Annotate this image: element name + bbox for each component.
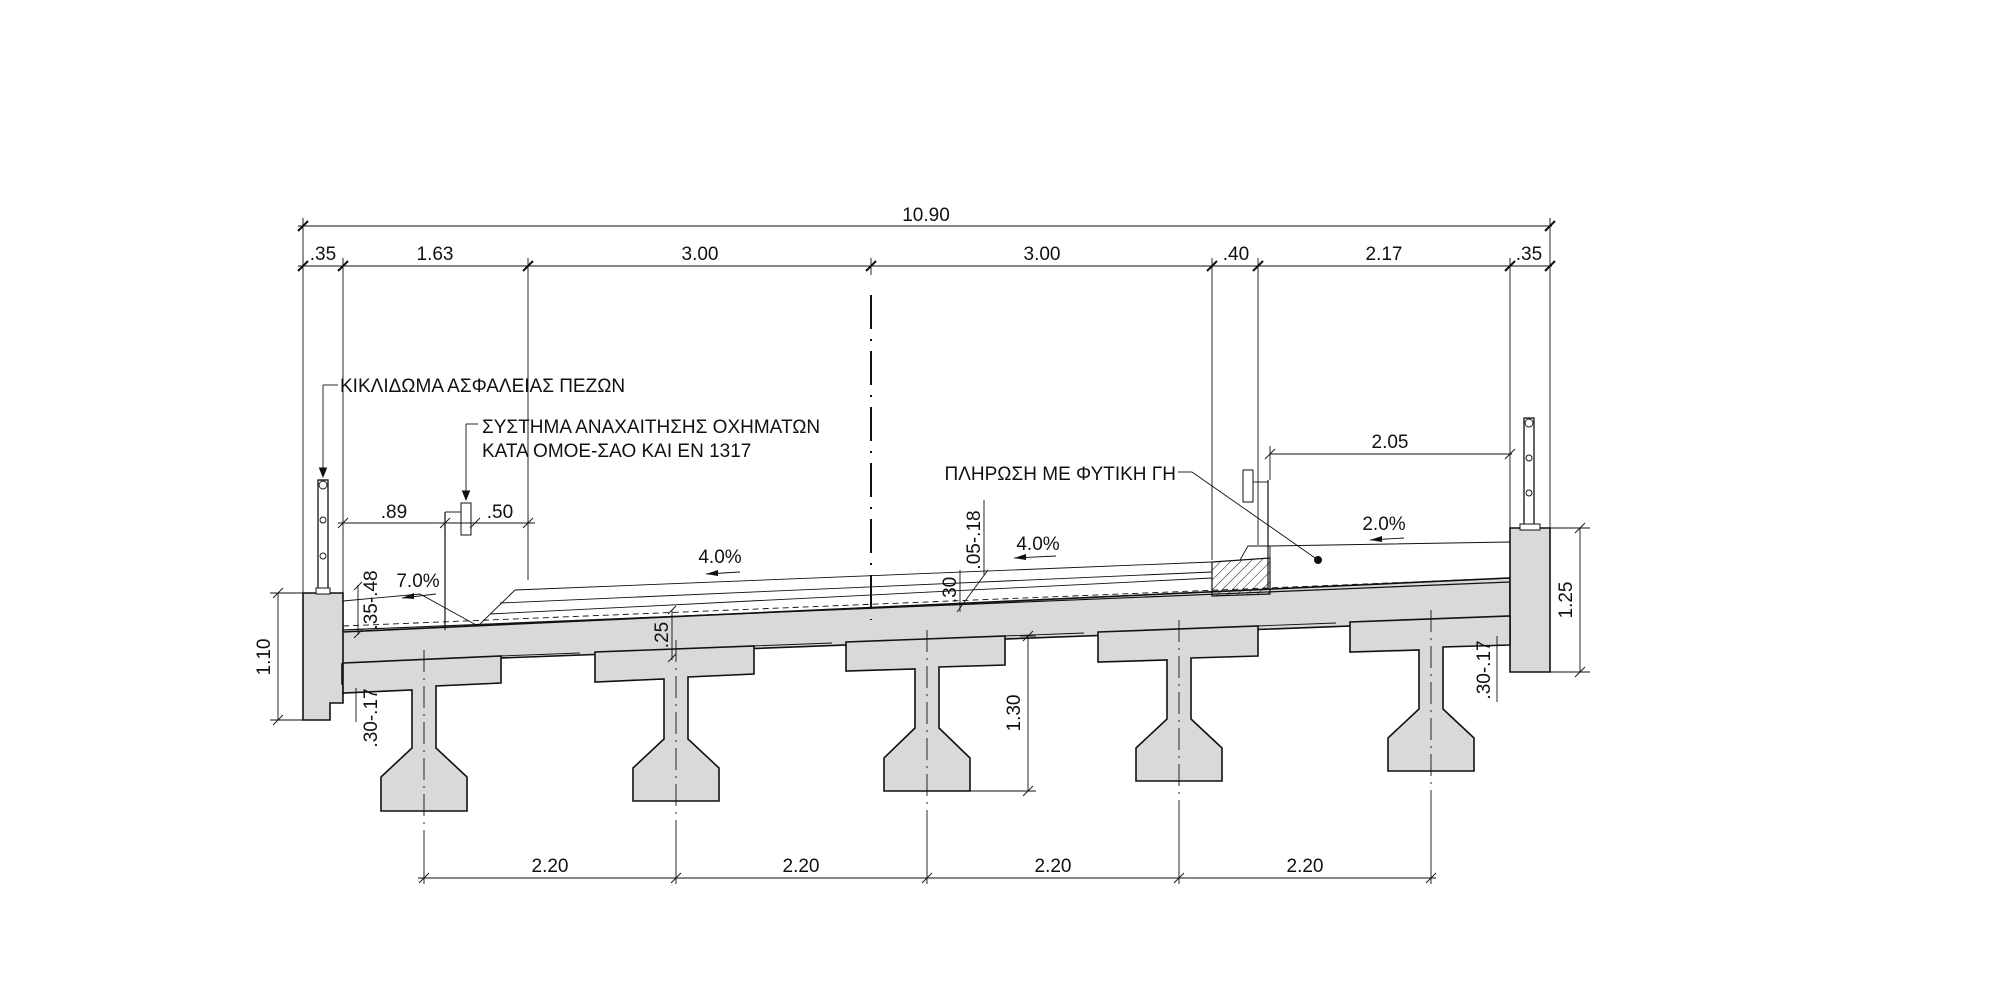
pedestrian-railing-right [1519, 417, 1541, 531]
precast-beam-2 [594, 645, 755, 802]
dim-beam-spacing-3: 2.20 [1035, 856, 1072, 877]
precast-beam-1 [342, 655, 502, 812]
dim-barrier-width: .50 [487, 502, 513, 523]
slope-planted: 2.0% [1362, 514, 1405, 535]
vehicle-barrier-left [444, 502, 472, 630]
dim-sidewalk-right: 2.17 [1366, 244, 1403, 265]
precast-beam-4 [1097, 625, 1259, 782]
note-planted-fill: ΠΛΗΡΩΣΗ ΜΕ ΦΥΤΙΚΗ ΓΗ [945, 464, 1177, 485]
pedestrian-railing-left [315, 479, 331, 595]
dim-lane-right: 3.00 [1024, 244, 1061, 265]
dim-beam-height: 1.30 [1004, 695, 1025, 732]
dim-edge-right: .35 [1516, 244, 1542, 265]
dim-edge-height-left: 1.10 [254, 639, 275, 676]
slope-lane-left: 4.0% [698, 547, 741, 568]
top-dimension-lines [297, 218, 1556, 593]
dim-beam-spacing-4: 2.20 [1287, 856, 1324, 877]
slope-lane-right: 4.0% [1016, 534, 1059, 555]
dim-sidewalk-left: 1.63 [417, 244, 454, 265]
vehicle-barrier-right [1242, 469, 1269, 590]
road-surfacing [342, 541, 1511, 631]
dim-planted-width: 2.05 [1372, 432, 1409, 453]
slope-sidewalk-left: 7.0% [396, 571, 439, 592]
right-edge-beam [1509, 527, 1551, 673]
note-vehicle-restraint-line2: ΚΑΤΑ ΟΜΟΕ-ΣΑΟ ΚΑΙ ΕΝ 1317 [482, 441, 751, 462]
dim-overall-width: 10.90 [902, 205, 950, 226]
dim-edge-height-right: 1.25 [1556, 582, 1577, 619]
dim-cantilever-right: .30-.17 [1474, 640, 1495, 699]
dim-slab-thickness: .25 [652, 622, 673, 648]
note-vehicle-restraint-line1: ΣΥΣΤΗΜΑ ΑΝΑΧΑΙΤΗΣΗΣ ΟΧΗΜΑΤΩΝ [482, 417, 820, 438]
dim-sidewalk-depth-left: .35-.48 [361, 570, 382, 629]
left-edge-beam [302, 592, 344, 721]
dim-surfacing-thickness: .05-.18 [964, 510, 985, 569]
dim-cantilever-left: .30-.17 [361, 688, 382, 747]
dim-median-curb: .40 [1223, 244, 1249, 265]
note-pedestrian-railing: ΚΙΚΛΙΔΩΜΑ ΑΣΦΑΛΕΙΑΣ ΠΕΖΩΝ [340, 376, 625, 397]
dim-lane-left: 3.00 [682, 244, 719, 265]
precast-beam-3 [845, 635, 1006, 792]
deck-structure [302, 527, 1551, 721]
dim-surfacing-depth: .30 [940, 577, 961, 603]
dim-beam-spacing-2: 2.20 [783, 856, 820, 877]
dim-edge-left: .35 [310, 244, 336, 265]
median-curb [1211, 557, 1271, 597]
dim-rail-offset-left: .89 [381, 502, 407, 523]
dim-beam-spacing-1: 2.20 [532, 856, 569, 877]
precast-beam-5 [1349, 615, 1511, 772]
